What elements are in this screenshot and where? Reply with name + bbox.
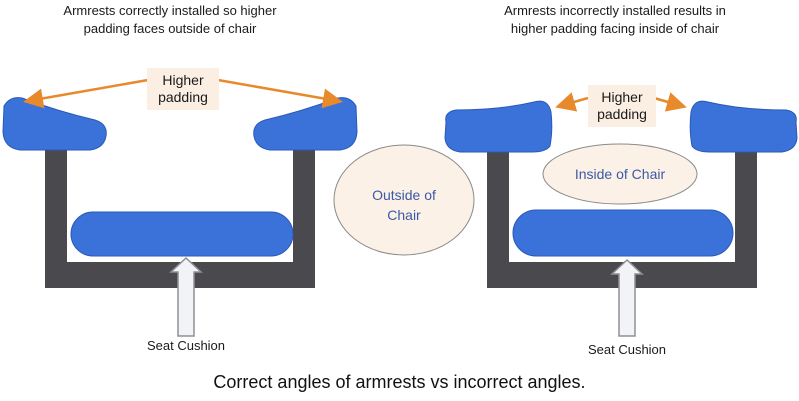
left-heading-line1: Armrests correctly installed so higher bbox=[63, 3, 277, 18]
right-frame-upright-right bbox=[735, 142, 757, 288]
right-armrest-right-pad bbox=[689, 100, 798, 153]
right-padding-label-bg bbox=[588, 85, 656, 127]
left-armrest-inner-pad bbox=[253, 97, 358, 151]
right-padding-label-line2: padding bbox=[597, 106, 647, 122]
left-seat-arrow bbox=[169, 256, 203, 337]
left-seat-text: Seat Cushion bbox=[146, 338, 226, 353]
left-frame-upright-left bbox=[45, 140, 67, 288]
figure-caption: Correct angles of armrests vs incorrect … bbox=[213, 372, 586, 392]
outside-chair-ellipse bbox=[333, 144, 475, 256]
right-heading: Armrests incorrectly installed results i… bbox=[455, 2, 775, 38]
right-padding-arrow-left bbox=[555, 92, 589, 112]
left-armrest-outer-pad bbox=[2, 97, 107, 151]
right-chair bbox=[444, 85, 798, 337]
outside-chair-line1: Outside of bbox=[372, 187, 436, 203]
right-heading-line2: higher padding facing inside of chair bbox=[510, 21, 720, 36]
inside-chair-label: Inside of Chair bbox=[543, 165, 697, 183]
right-seat-cushion bbox=[512, 209, 734, 257]
right-armrest-left-pad bbox=[444, 100, 553, 153]
inside-chair-text: Inside of Chair bbox=[574, 166, 666, 182]
left-padding-label-bg bbox=[147, 68, 219, 110]
left-padding-arrow-right bbox=[217, 78, 343, 109]
inside-chair-ellipse bbox=[542, 143, 698, 205]
right-frame-upright-left bbox=[487, 142, 509, 288]
left-padding-arrow-left bbox=[23, 78, 149, 109]
right-padding-label-line1: Higher bbox=[601, 89, 643, 105]
outside-chair-label: Outside of Chair bbox=[344, 185, 464, 225]
left-padding-label-line1: Higher bbox=[162, 72, 204, 88]
left-padding-label: Higher padding bbox=[147, 72, 219, 106]
right-seat-text: Seat Cushion bbox=[587, 342, 667, 357]
right-seat-arrow bbox=[610, 258, 644, 337]
right-padding-label: Higher padding bbox=[588, 89, 656, 123]
left-seat-label: Seat Cushion bbox=[126, 338, 246, 353]
left-padding-label-line2: padding bbox=[158, 89, 208, 105]
left-chair bbox=[2, 68, 358, 337]
right-heading-line1: Armrests incorrectly installed results i… bbox=[504, 3, 726, 18]
left-seat-cushion bbox=[70, 211, 294, 257]
left-frame-upright-right bbox=[293, 140, 315, 288]
right-seat-label: Seat Cushion bbox=[567, 342, 687, 357]
right-padding-arrow-right bbox=[653, 92, 687, 112]
left-heading: Armrests correctly installed so higher p… bbox=[20, 2, 320, 38]
left-heading-line2: padding faces outside of chair bbox=[83, 21, 257, 36]
outside-chair-line2: Chair bbox=[387, 207, 421, 223]
